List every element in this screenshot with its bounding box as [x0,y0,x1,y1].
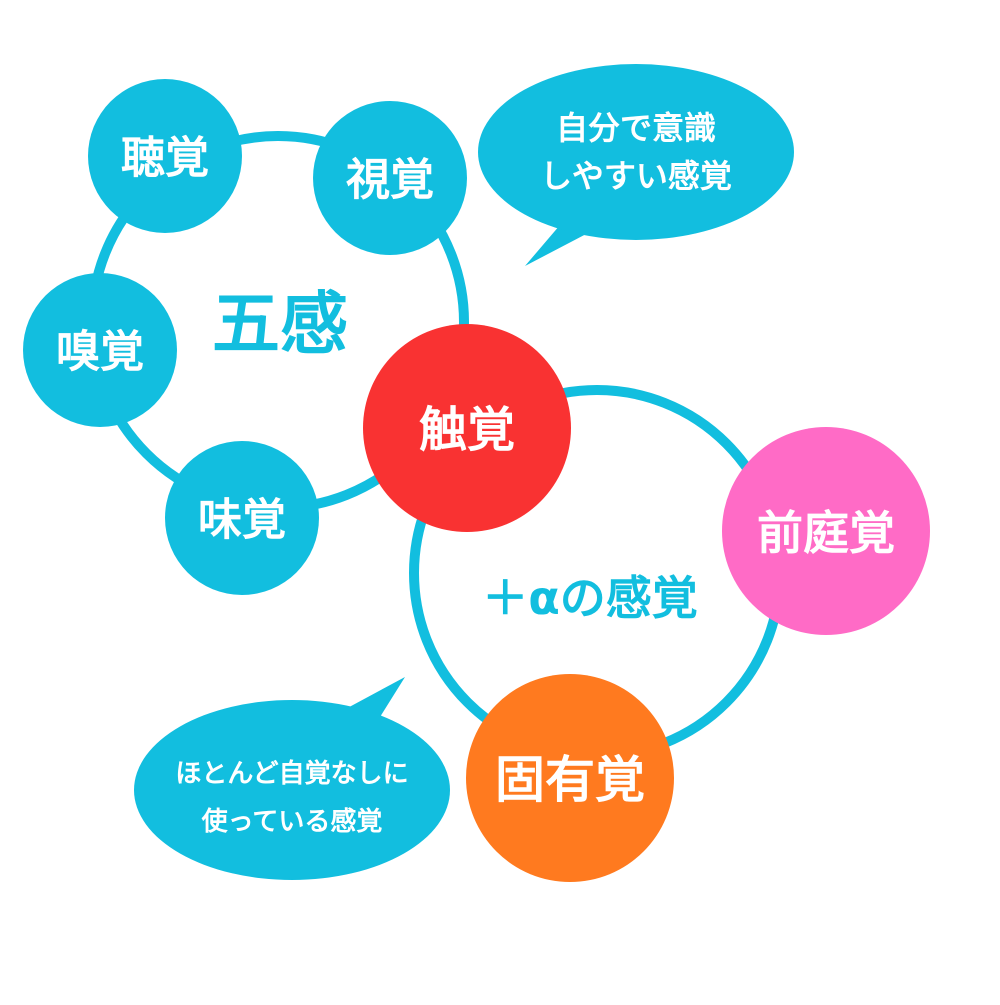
sense-smell: 嗅覚 [23,273,177,427]
bubble-text-line: ほとんど自覚なしに [175,758,408,789]
sense-vestibular: 前庭覚 [722,427,930,635]
sense-label: 前庭覚 [757,506,895,560]
sense-touch: 触覚 [363,324,571,532]
sense-sight: 視覚 [313,101,467,255]
sense-proprioception: 固有覚 [466,674,674,882]
bubble-text-line: しやすい感覚 [540,157,732,195]
sense-label: 触覚 [419,402,515,458]
sense-hearing: 聴覚 [88,79,242,233]
sense-label: 視覚 [346,155,434,206]
sense-label: 聴覚 [121,133,209,184]
plus-alpha-title: ＋αの感覚 [482,571,698,625]
sense-label: 味覚 [198,495,286,546]
sense-label: 嗅覚 [56,327,144,378]
five-senses-title: 五感 [212,286,348,365]
bubble-text-line: 自分で意識 [556,109,716,147]
sense-taste: 味覚 [165,441,319,595]
sense-label: 固有覚 [495,751,645,809]
speech-bubble-conscious: 自分で意識 しやすい感覚 [478,64,794,266]
bubble-text-line: 使っている感覚 [201,807,383,837]
speech-bubble-unconscious: ほとんど自覚なしに 使っている感覚 [134,677,450,880]
